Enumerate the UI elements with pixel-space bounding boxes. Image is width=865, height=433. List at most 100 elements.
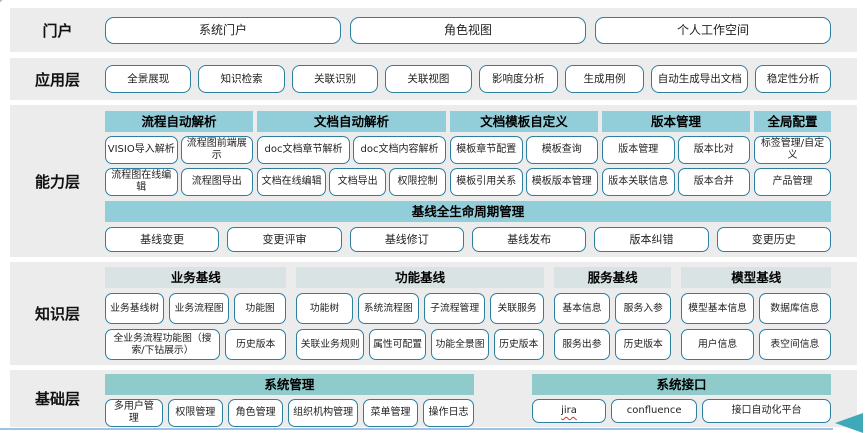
- group-function-baseline: 功能基线 功能树 系统流程图 子流程管理 关联服务 关联业务规则 属性可配置 功…: [296, 267, 544, 360]
- capability-button[interactable]: 版本管理: [602, 136, 675, 164]
- group-header: 系统管理: [105, 374, 474, 395]
- capability-button[interactable]: 版本关联信息: [602, 168, 675, 196]
- knowledge-button[interactable]: 服务入参: [615, 293, 672, 324]
- group-header: 流程自动解析: [105, 111, 253, 132]
- app-item-button[interactable]: 生成用例: [564, 65, 645, 93]
- app-item-button[interactable]: 稳定性分析: [755, 65, 831, 93]
- group-doc-template: 文档模板自定义 模板章节配置 模板查询 模板引用关系 模板版本管理: [450, 111, 598, 196]
- capability-button[interactable]: 模板版本管理: [525, 168, 598, 196]
- baseline-button[interactable]: 变更历史: [716, 227, 831, 252]
- capability-button[interactable]: 模板查询: [525, 136, 598, 164]
- baseline-button[interactable]: 变更评审: [227, 227, 342, 252]
- capability-button[interactable]: 流程图导出: [180, 168, 253, 196]
- group-header: 服务基线: [553, 267, 672, 288]
- group-system-interface: 系统接口 jira confluence 接口自动化平台: [531, 374, 831, 423]
- base-button[interactable]: 组织机构管理: [288, 399, 358, 427]
- capability-button[interactable]: 模板章节配置: [450, 136, 523, 164]
- baseline-button[interactable]: 版本纠错: [594, 227, 709, 252]
- capability-button[interactable]: 文档导出: [329, 168, 387, 196]
- portal-item-button[interactable]: 角色视图: [350, 16, 586, 44]
- knowledge-button[interactable]: 业务流程图: [169, 293, 229, 324]
- capability-button[interactable]: doc文档内容解析: [353, 136, 446, 164]
- group-header: 业务基线: [105, 267, 287, 288]
- base-button[interactable]: 操作日志: [423, 399, 474, 427]
- capability-button[interactable]: 标签管理/自定义: [754, 136, 831, 164]
- corner-fold-decoration: [0, 0, 20, 5]
- layer-label-base: 基础层: [34, 390, 80, 408]
- knowledge-button[interactable]: 用户信息: [681, 329, 754, 360]
- knowledge-button[interactable]: 系统流程图: [357, 293, 419, 324]
- group-version-mgmt: 版本管理 版本管理 版本比对 版本关联信息 版本合并: [602, 111, 750, 196]
- knowledge-button[interactable]: 服务出参: [553, 329, 611, 360]
- group-system-mgmt: 系统管理 多用户管理 权限管理 角色管理 组织机构管理 菜单管理 操作日志: [105, 374, 474, 427]
- baseline-lifecycle-header: 基线全生命周期管理: [105, 201, 831, 222]
- bottom-divider-line: [0, 428, 833, 430]
- group-header: 文档模板自定义: [450, 111, 598, 132]
- capability-button[interactable]: 流程图前端展示: [180, 136, 253, 164]
- knowledge-button[interactable]: 子流程管理: [423, 293, 486, 324]
- app-item-button[interactable]: 全景展现: [105, 65, 192, 93]
- base-button[interactable]: 菜单管理: [362, 399, 419, 427]
- capability-button[interactable]: 文档在线编辑: [257, 168, 327, 196]
- knowledge-button[interactable]: 功能全景图: [431, 329, 489, 360]
- baseline-button[interactable]: 基线修订: [349, 227, 464, 252]
- knowledge-button[interactable]: 历史版本: [615, 329, 672, 360]
- portal-item-button[interactable]: 系统门户: [105, 16, 341, 44]
- capability-button[interactable]: 模板引用关系: [450, 168, 523, 196]
- capability-button[interactable]: VISIO导入解析: [105, 136, 178, 164]
- capability-button[interactable]: 流程图在线编辑: [105, 168, 178, 196]
- knowledge-button[interactable]: 功能图: [233, 293, 287, 324]
- group-process-parsing: 流程自动解析 VISIO导入解析 流程图前端展示 流程图在线编辑 流程图导出: [105, 111, 253, 196]
- base-button[interactable]: 角色管理: [228, 399, 284, 427]
- base-button[interactable]: 多用户管理: [105, 399, 163, 427]
- group-header: 全局配置: [754, 111, 831, 132]
- app-item-button[interactable]: 知识检索: [198, 65, 285, 93]
- group-global-config: 全局配置 标签管理/自定义 产品管理: [754, 111, 831, 196]
- group-header: 文档自动解析: [257, 111, 446, 132]
- layer-portal: 门户 系统门户 角色视图 个人工作空间: [10, 8, 857, 52]
- knowledge-button[interactable]: 关联业务规则: [296, 329, 364, 360]
- base-button-jira[interactable]: jira: [531, 399, 607, 423]
- baseline-button[interactable]: 基线发布: [471, 227, 587, 252]
- group-header: 系统接口: [531, 374, 831, 395]
- group-header: 版本管理: [602, 111, 750, 132]
- capability-button[interactable]: 版本合并: [677, 168, 750, 196]
- layer-label-knowledge: 知识层: [34, 305, 80, 323]
- knowledge-button[interactable]: 业务基线树: [105, 293, 165, 324]
- knowledge-button[interactable]: 功能树: [296, 293, 353, 324]
- capability-button[interactable]: 版本比对: [677, 136, 750, 164]
- layer-knowledge: 知识层 业务基线 业务基线树 业务流程图 功能图 全业务流程功能图（搜索/下钻展…: [10, 262, 857, 365]
- app-item-button[interactable]: 自动生成导出文档: [651, 65, 749, 93]
- layer-label-capability: 能力层: [34, 172, 80, 191]
- layer-capability: 能力层 流程自动解析 VISIO导入解析 流程图前端展示 流程图在线编辑 流程图…: [10, 105, 857, 257]
- group-model-baseline: 模型基线 模型基本信息 数据库信息 用户信息 表空间信息: [681, 267, 831, 360]
- knowledge-button[interactable]: 表空间信息: [758, 329, 831, 360]
- knowledge-button[interactable]: 数据库信息: [758, 293, 831, 324]
- knowledge-button[interactable]: 历史版本: [493, 329, 544, 360]
- app-item-button[interactable]: 影响度分析: [478, 65, 558, 93]
- knowledge-button[interactable]: 历史版本: [224, 329, 287, 360]
- capability-button[interactable]: 产品管理: [754, 168, 831, 196]
- base-button-confluence[interactable]: confluence: [611, 399, 698, 423]
- knowledge-button[interactable]: 关联服务: [490, 293, 544, 324]
- layer-label-portal: 门户: [42, 21, 73, 40]
- knowledge-button[interactable]: 属性可配置: [368, 329, 427, 360]
- app-item-button[interactable]: 关联视图: [385, 65, 472, 93]
- knowledge-button[interactable]: 全业务流程功能图（搜索/下钻展示）: [105, 329, 220, 360]
- group-service-baseline: 服务基线 基本信息 服务入参 服务出参 历史版本: [553, 267, 672, 360]
- group-doc-parsing: 文档自动解析 doc文档章节解析 doc文档内容解析 文档在线编辑 文档导出 权…: [257, 111, 446, 196]
- group-business-baseline: 业务基线 业务基线树 业务流程图 功能图 全业务流程功能图（搜索/下钻展示） 历…: [105, 267, 287, 360]
- group-header: 模型基线: [681, 267, 831, 288]
- knowledge-button[interactable]: 基本信息: [553, 293, 611, 324]
- capability-button[interactable]: 权限控制: [389, 168, 446, 196]
- layer-label-application: 应用层: [34, 70, 80, 89]
- portal-item-button[interactable]: 个人工作空间: [595, 16, 831, 44]
- app-item-button[interactable]: 关联识别: [291, 65, 379, 93]
- capability-button[interactable]: doc文档章节解析: [257, 136, 350, 164]
- base-button[interactable]: 权限管理: [167, 399, 224, 427]
- group-header: 功能基线: [296, 267, 544, 288]
- knowledge-button[interactable]: 模型基本信息: [681, 293, 754, 324]
- baseline-button[interactable]: 基线变更: [105, 227, 220, 252]
- base-button-api-platform[interactable]: 接口自动化平台: [702, 399, 831, 423]
